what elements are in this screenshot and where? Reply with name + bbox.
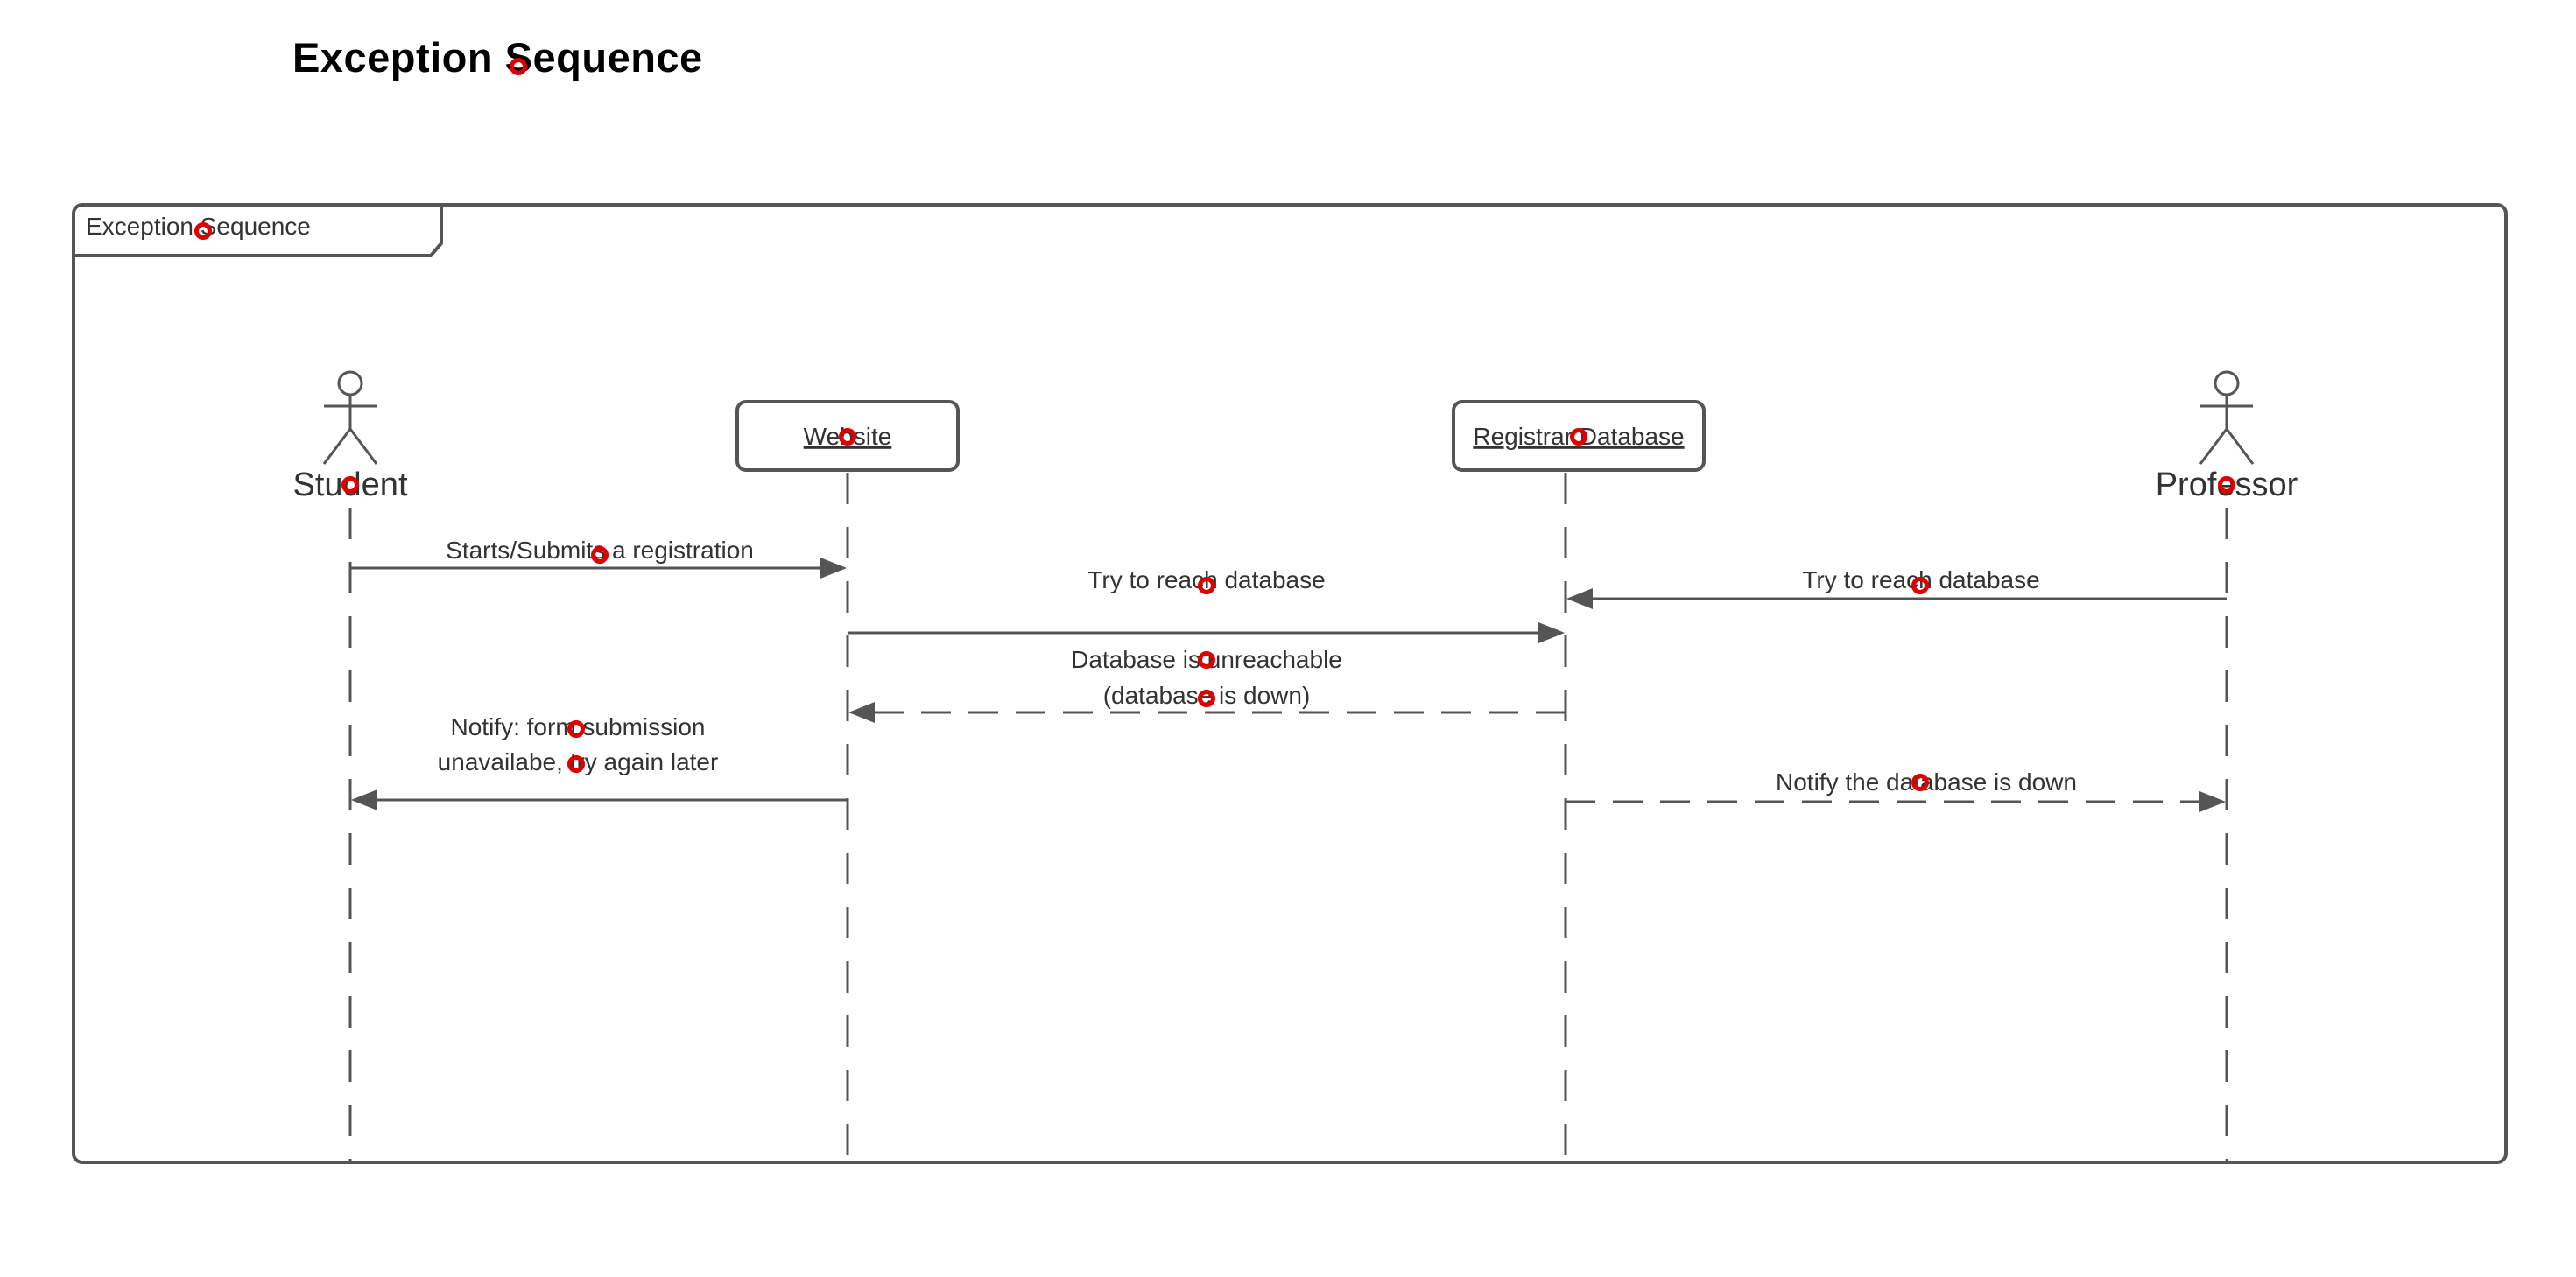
marker-professor-reach-db (1911, 577, 1929, 594)
page-title: Exception Sequence (292, 34, 703, 81)
message-notify-professor: Notify the database is down (1566, 768, 2226, 812)
marker-start-registration (591, 546, 609, 564)
frame-label-tab (74, 205, 443, 257)
marker-registrar-database (1570, 428, 1587, 446)
message-notify-student: Notify: form submission unavailabe, try … (351, 713, 848, 810)
participant-student: Student (293, 370, 408, 503)
marker-website-reach-db (1198, 577, 1215, 594)
frame-border (72, 203, 2508, 1164)
marker-frame-label (194, 222, 212, 240)
website-box (735, 400, 960, 472)
marker-student (341, 476, 359, 494)
student-actor-icon (322, 370, 378, 465)
diagram-frame: Exception Sequence (72, 203, 2508, 1164)
marker-notify-professor (1911, 774, 1929, 791)
marker-db-unreachable-line1 (1198, 651, 1215, 669)
professor-actor-icon (2199, 370, 2255, 465)
registrar-database-box (1452, 400, 1706, 472)
marker-db-unreachable-line2 (1198, 690, 1215, 707)
marker-professor (2218, 476, 2235, 494)
marker-page-title (510, 58, 527, 75)
marker-website (839, 428, 856, 446)
message-professor-reach-db: Try to reach database (1566, 566, 2227, 609)
marker-notify-student-line2 (567, 755, 585, 773)
marker-notify-student-line1 (567, 720, 585, 738)
